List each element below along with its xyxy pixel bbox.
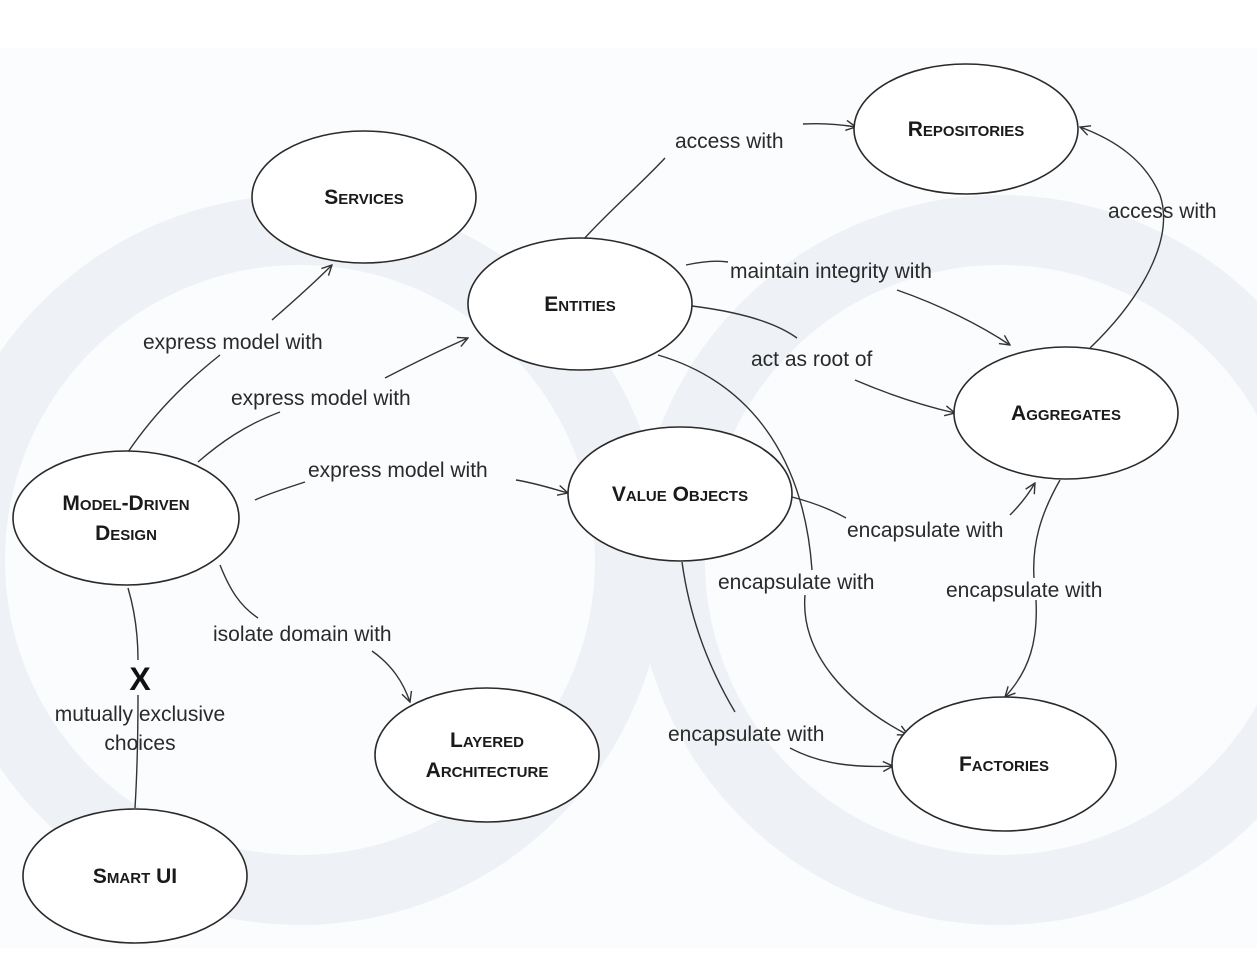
node-model-driven-design: Model-Driven Design <box>12 450 240 586</box>
node-label: Entities <box>544 293 616 316</box>
edge-valueobjects-factories-arrow <box>789 747 893 766</box>
edge-mdd-entities-arrow <box>384 338 468 379</box>
edge-label-entities-aggregates-integrity: maintain integrity with <box>730 260 932 283</box>
edge-entities-aggregates-root <box>691 305 798 339</box>
node-aggregates: Aggregates <box>953 346 1179 480</box>
edge-mdd-valueobjects <box>254 481 306 501</box>
edge-label-entities-aggregates-root: act as root of <box>751 348 873 371</box>
node-label: Repositories <box>908 118 1025 141</box>
node-entities: Entities <box>467 237 693 371</box>
edge-label-entities-factories: encapsulate with <box>718 571 874 594</box>
edge-valueobjects-factories <box>681 561 736 713</box>
node-factories: Factories <box>891 696 1117 832</box>
edge-mdd-services-arrow <box>271 265 332 321</box>
node-value-objects: Value Objects <box>567 426 793 562</box>
edge-labels: express model with express model with ex… <box>55 130 1217 755</box>
edge-mdd-smartui-lower <box>134 694 139 809</box>
node-label: Value Objects <box>612 483 748 506</box>
edge-mdd-services <box>127 354 221 453</box>
edge-valueobjects-aggregates <box>791 496 847 519</box>
edge-label-mdd-services: express model with <box>143 331 323 354</box>
edge-mdd-smartui <box>127 587 139 661</box>
edge-label-mdd-layered: isolate domain with <box>213 623 392 646</box>
edge-entities-repositories-arrow <box>802 124 856 127</box>
node-label: Smart UI <box>93 865 177 888</box>
edge-label-entities-repositories: access with <box>675 130 784 153</box>
edge-label-aggregates-repositories: access with <box>1108 200 1217 223</box>
node-label: Layered <box>450 729 524 752</box>
node-repositories: Repositories <box>853 63 1079 195</box>
edge-entities-aggregates-root-arrow <box>854 379 955 413</box>
edge-mdd-entities <box>197 411 281 463</box>
node-label: Architecture <box>426 759 549 782</box>
edge-label-valueobjects-aggregates: encapsulate with <box>847 519 1003 542</box>
edge-label-mdd-smartui-line1: mutually exclusive <box>55 703 225 726</box>
node-label: Model-Driven <box>62 492 189 515</box>
node-layered-architecture: Layered Architecture <box>374 687 600 823</box>
edge-entities-aggregates-integrity-arrow <box>896 289 1010 345</box>
edge-valueobjects-aggregates-arrow <box>1009 483 1035 516</box>
edge-aggregates-factories-arrow <box>1005 599 1037 697</box>
edge-entities-factories-arrow <box>804 594 908 735</box>
edge-entities-repositories <box>582 157 666 241</box>
edge-label-aggregates-factories: encapsulate with <box>946 579 1102 602</box>
edge-entities-aggregates-integrity <box>685 260 729 266</box>
edge-mdd-valueobjects-arrow <box>515 479 568 493</box>
edge-aggregates-repositories <box>1080 127 1165 349</box>
node-services: Services <box>251 130 477 264</box>
edge-mdd-layered <box>219 564 259 619</box>
edge-entities-factories <box>657 354 813 571</box>
edges <box>127 124 1165 809</box>
edge-label-mdd-entities: express model with <box>231 387 411 410</box>
edge-label-mdd-valueobjects: express model with <box>308 459 488 482</box>
edge-label-mdd-smartui-line2: choices <box>104 732 175 755</box>
edge-mdd-layered-arrow <box>371 650 410 702</box>
node-label: Aggregates <box>1011 402 1121 425</box>
mutually-exclusive-x-mark: X <box>129 661 151 697</box>
edge-label-valueobjects-factories: encapsulate with <box>668 723 824 746</box>
edge-aggregates-factories <box>1033 479 1061 579</box>
node-label: Services <box>324 186 404 209</box>
node-smart-ui: Smart UI <box>22 808 248 944</box>
node-label: Design <box>95 522 157 545</box>
node-label: Factories <box>959 753 1049 776</box>
